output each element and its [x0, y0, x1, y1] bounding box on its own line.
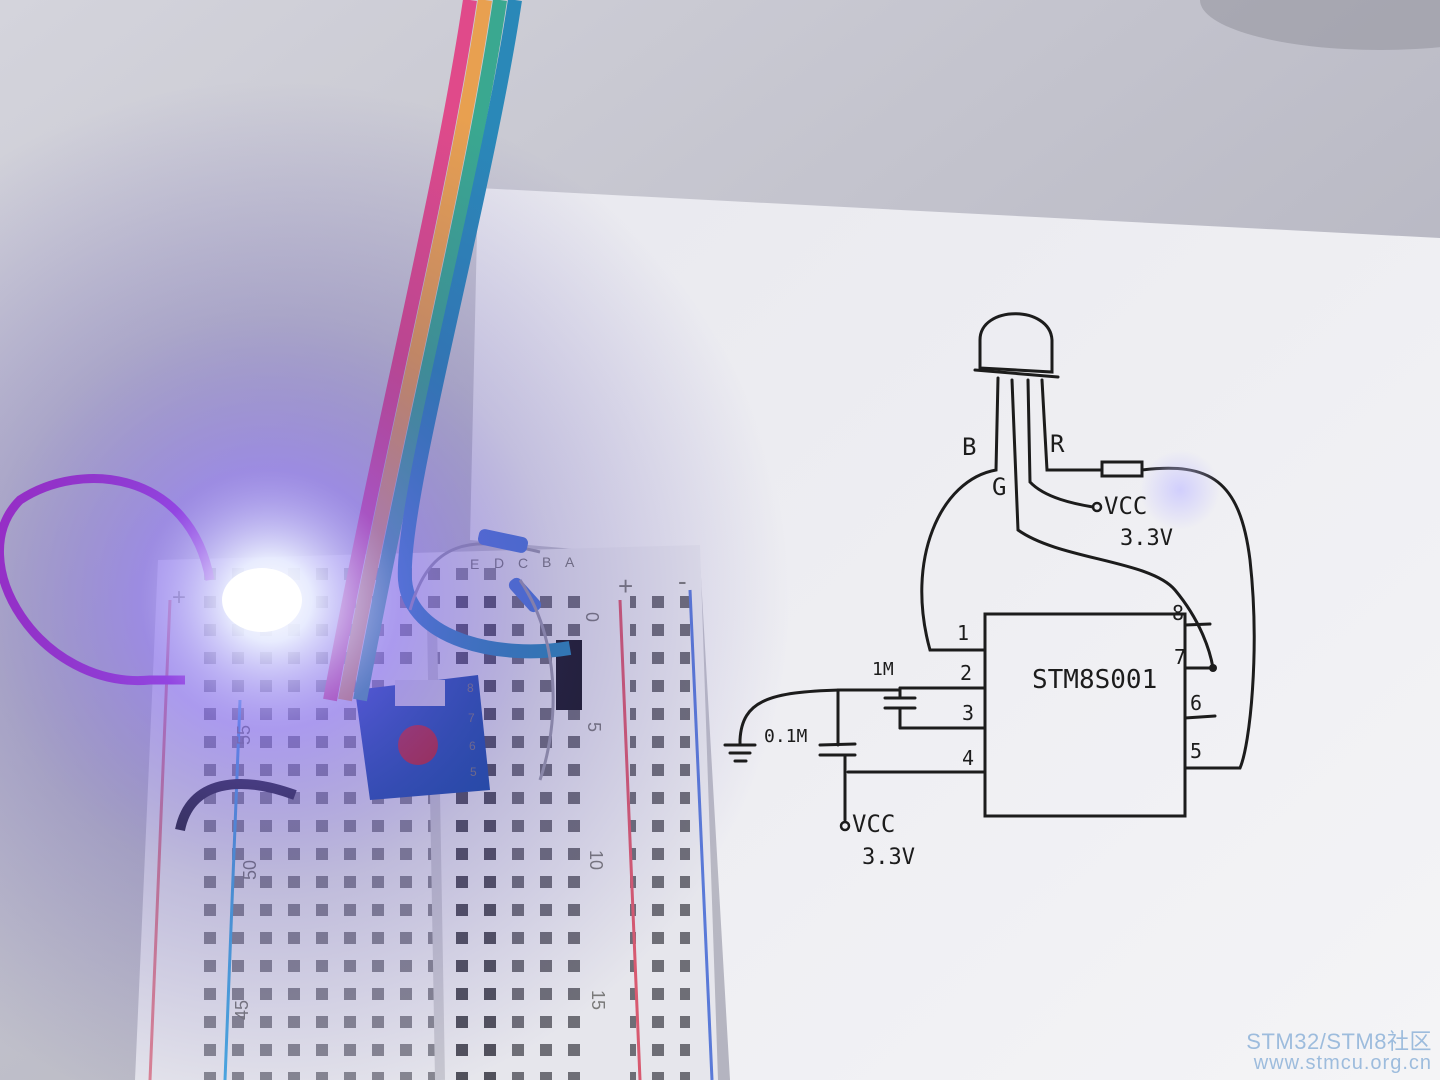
vcc-top-terminal	[1091, 501, 1103, 513]
led-leg-g	[1010, 378, 1215, 670]
label-pin-2: 2	[960, 661, 972, 685]
vcc-bottom-terminal	[839, 820, 851, 832]
led-symbol	[978, 312, 1054, 374]
label-led-g: G	[992, 473, 1006, 501]
label-pin-8: 8	[1172, 601, 1184, 625]
label-vcc-bottom: VCC	[852, 810, 895, 838]
site-watermark: STM32/STM8社区 www.stmcu.org.cn	[1246, 1030, 1432, 1074]
led-leg-b	[920, 376, 1000, 652]
label-pin-4: 4	[962, 746, 974, 770]
led-leg-r	[1040, 378, 1104, 472]
watermark-line-1: STM32/STM8社区	[1246, 1028, 1432, 1054]
label-capacitor-2: 0.1M	[764, 726, 808, 747]
label-vcc-top-voltage: 3.3V	[1120, 526, 1173, 551]
led-leg-vcc	[1026, 378, 1095, 509]
stm8-chip-symbol	[983, 612, 1187, 818]
label-pin-1: 1	[957, 621, 969, 645]
label-vcc-bottom-voltage: 3.3V	[862, 845, 915, 870]
label-led-b: B	[962, 433, 976, 461]
label-pin-5: 5	[1190, 739, 1202, 763]
label-capacitor-1: 1M	[872, 659, 894, 680]
pin-7-junction	[1209, 664, 1217, 672]
schematic-drawing	[723, 312, 1256, 822]
watermark-line-2: www.stmcu.org.cn	[1253, 1052, 1432, 1074]
label-vcc-top: VCC	[1104, 492, 1147, 520]
label-pin-7: 7	[1174, 645, 1186, 669]
label-chip-name: STM8S001	[1032, 665, 1157, 695]
label-pin-6: 6	[1190, 691, 1202, 715]
label-pin-3: 3	[962, 701, 974, 725]
rgb-led-core	[222, 568, 302, 632]
label-led-r: R	[1050, 430, 1065, 458]
vcc-light-reflection	[1140, 450, 1220, 530]
